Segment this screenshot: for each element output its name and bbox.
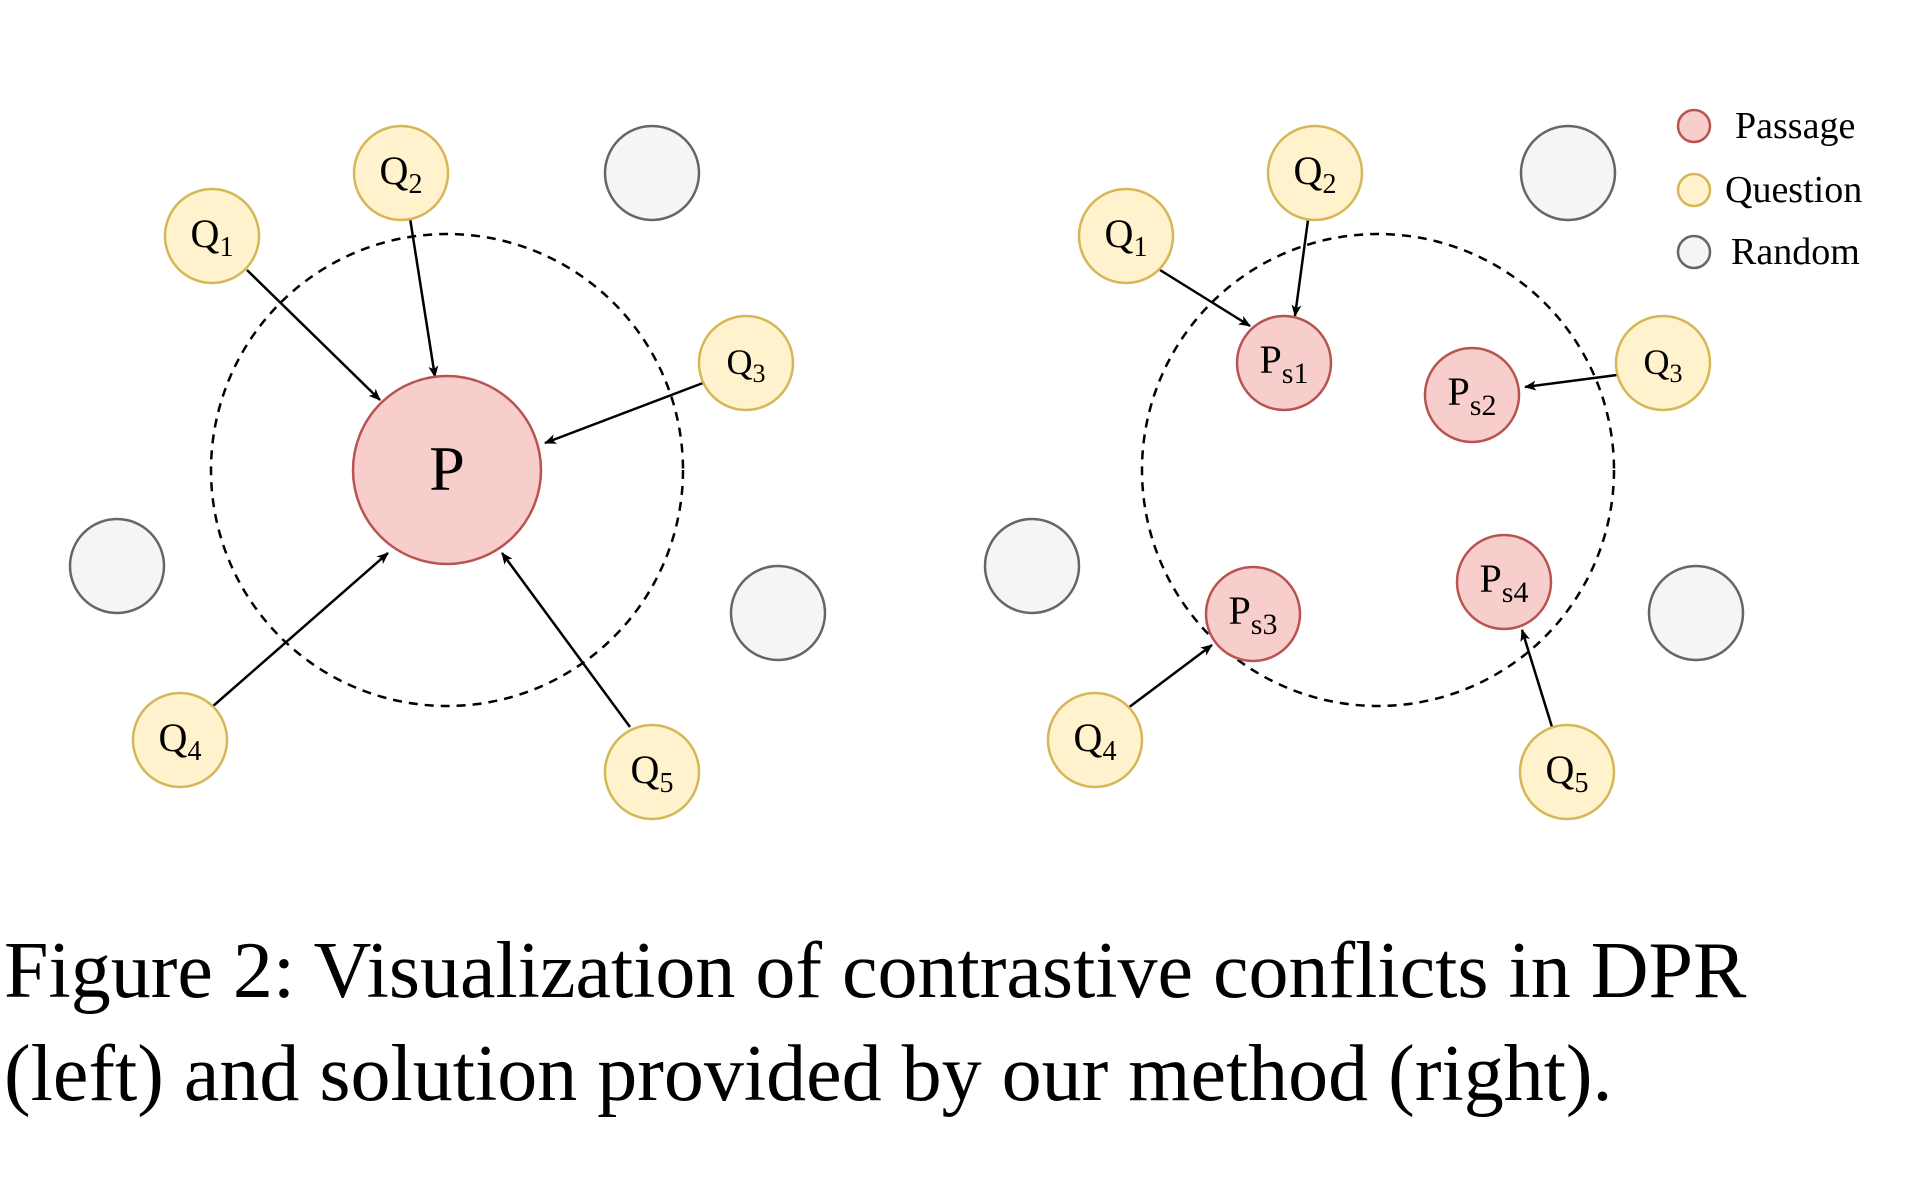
right-q5-label: Q <box>1546 747 1575 792</box>
left-random-node-2 <box>68 517 166 615</box>
svg-text:Ps2: Ps2 <box>1448 369 1497 422</box>
legend-random-marker <box>1676 234 1712 270</box>
left-q1-sub: 1 <box>219 232 233 263</box>
right-ps1-sub: s1 <box>1282 357 1309 390</box>
right-question-node-1: Q1 <box>1077 187 1175 285</box>
right-passage-node-4: Ps4 <box>1455 533 1553 631</box>
left-panel: P Q1 Q2 Q3 Q4 Q5 <box>68 124 827 821</box>
left-arrow-q3 <box>544 381 704 445</box>
left-q1-label: Q <box>191 211 220 256</box>
left-q2-sub: 2 <box>408 169 422 200</box>
left-q3-sub: 3 <box>753 359 766 388</box>
right-passage-node-2: Ps2 <box>1423 346 1521 444</box>
right-question-node-2: Q2 <box>1266 124 1364 222</box>
right-ps2-label: P <box>1448 369 1470 414</box>
right-ps3-label: P <box>1229 588 1251 633</box>
right-arrow-q3 <box>1524 373 1618 391</box>
right-q5-sub: 5 <box>1574 768 1588 799</box>
right-q4-label: Q <box>1074 715 1103 760</box>
right-q4-sub: 4 <box>1102 736 1116 767</box>
caption-line-1: Figure 2: Visualization of contrastive c… <box>4 927 1747 1015</box>
legend: Passage Question Random <box>1676 105 1862 273</box>
right-q1-sub: 1 <box>1133 232 1147 263</box>
left-q3-label: Q <box>727 342 753 382</box>
left-q4-label: Q <box>159 715 188 760</box>
left-arrow-q2 <box>408 217 439 378</box>
left-question-node-4: Q4 <box>131 691 229 789</box>
left-q4-sub: 4 <box>187 736 201 767</box>
figure-caption: Figure 2: Visualization of contrastive c… <box>4 920 1910 1126</box>
legend-question-marker <box>1676 172 1712 208</box>
right-random-node-1 <box>1519 124 1617 222</box>
left-boundary-circle <box>209 232 685 708</box>
right-question-node-4: Q4 <box>1046 691 1144 789</box>
right-q2-label: Q <box>1294 148 1323 193</box>
right-arrow-q2 <box>1291 219 1310 317</box>
right-q3-label: Q <box>1644 342 1670 382</box>
left-question-node-1: Q1 <box>163 187 261 285</box>
svg-text:Q2: Q2 <box>380 148 423 200</box>
right-arrow-q5 <box>1520 629 1554 728</box>
right-arrow-q4 <box>1127 644 1213 709</box>
right-ps3-sub: s3 <box>1251 608 1278 641</box>
left-arrow-q4 <box>211 552 389 708</box>
left-arrow-q5 <box>500 552 632 728</box>
right-ps4-sub: s4 <box>1502 576 1529 609</box>
svg-text:Q1: Q1 <box>191 211 234 263</box>
left-arrow-q1 <box>246 269 381 401</box>
svg-text:Q4: Q4 <box>159 715 202 767</box>
right-passage-node-3: Ps3 <box>1204 565 1302 663</box>
legend-question-label: Question <box>1725 169 1862 211</box>
svg-text:Q4: Q4 <box>1074 715 1117 767</box>
svg-text:Q1: Q1 <box>1105 211 1148 263</box>
right-q1-label: Q <box>1105 211 1134 256</box>
svg-text:Q2: Q2 <box>1294 148 1337 200</box>
svg-text:Ps1: Ps1 <box>1260 337 1309 390</box>
left-question-node-3: Q3 <box>697 314 795 412</box>
legend-passage-label: Passage <box>1735 105 1855 147</box>
svg-text:Q3: Q3 <box>1644 342 1683 388</box>
left-question-node-2: Q2 <box>352 124 450 222</box>
right-ps1-label: P <box>1260 337 1282 382</box>
right-boundary-circle <box>1140 232 1616 708</box>
svg-text:Q5: Q5 <box>1546 747 1589 799</box>
svg-text:Ps4: Ps4 <box>1480 556 1529 609</box>
left-random-node-3 <box>729 564 827 662</box>
right-ps2-sub: s2 <box>1470 389 1497 422</box>
left-question-node-5: Q5 <box>603 723 701 821</box>
right-passage-node-1: Ps1 <box>1235 314 1333 412</box>
svg-text:Q5: Q5 <box>631 747 674 799</box>
right-question-node-5: Q5 <box>1518 723 1616 821</box>
caption-line-2: (left) and solution provided by our meth… <box>4 1030 1613 1118</box>
left-random-node-1 <box>603 124 701 222</box>
legend-passage-marker <box>1676 108 1712 144</box>
right-q2-sub: 2 <box>1322 169 1336 200</box>
right-random-node-3 <box>1647 564 1745 662</box>
left-passage-node: P <box>351 374 543 566</box>
right-ps4-label: P <box>1480 556 1502 601</box>
right-q3-sub: 3 <box>1670 359 1683 388</box>
legend-random-label: Random <box>1731 231 1860 273</box>
right-arrow-q1 <box>1159 268 1251 328</box>
left-q2-label: Q <box>380 148 409 193</box>
left-q5-label: Q <box>631 747 660 792</box>
svg-text:Ps3: Ps3 <box>1229 588 1278 641</box>
left-passage-label: P <box>429 433 465 504</box>
right-random-node-2 <box>983 517 1081 615</box>
svg-text:Q3: Q3 <box>727 342 766 388</box>
right-question-node-3: Q3 <box>1614 314 1712 412</box>
right-panel: Ps1 Ps2 Ps3 Ps4 Q1 Q2 Q3 Q4 <box>983 124 1745 821</box>
left-q5-sub: 5 <box>659 768 673 799</box>
